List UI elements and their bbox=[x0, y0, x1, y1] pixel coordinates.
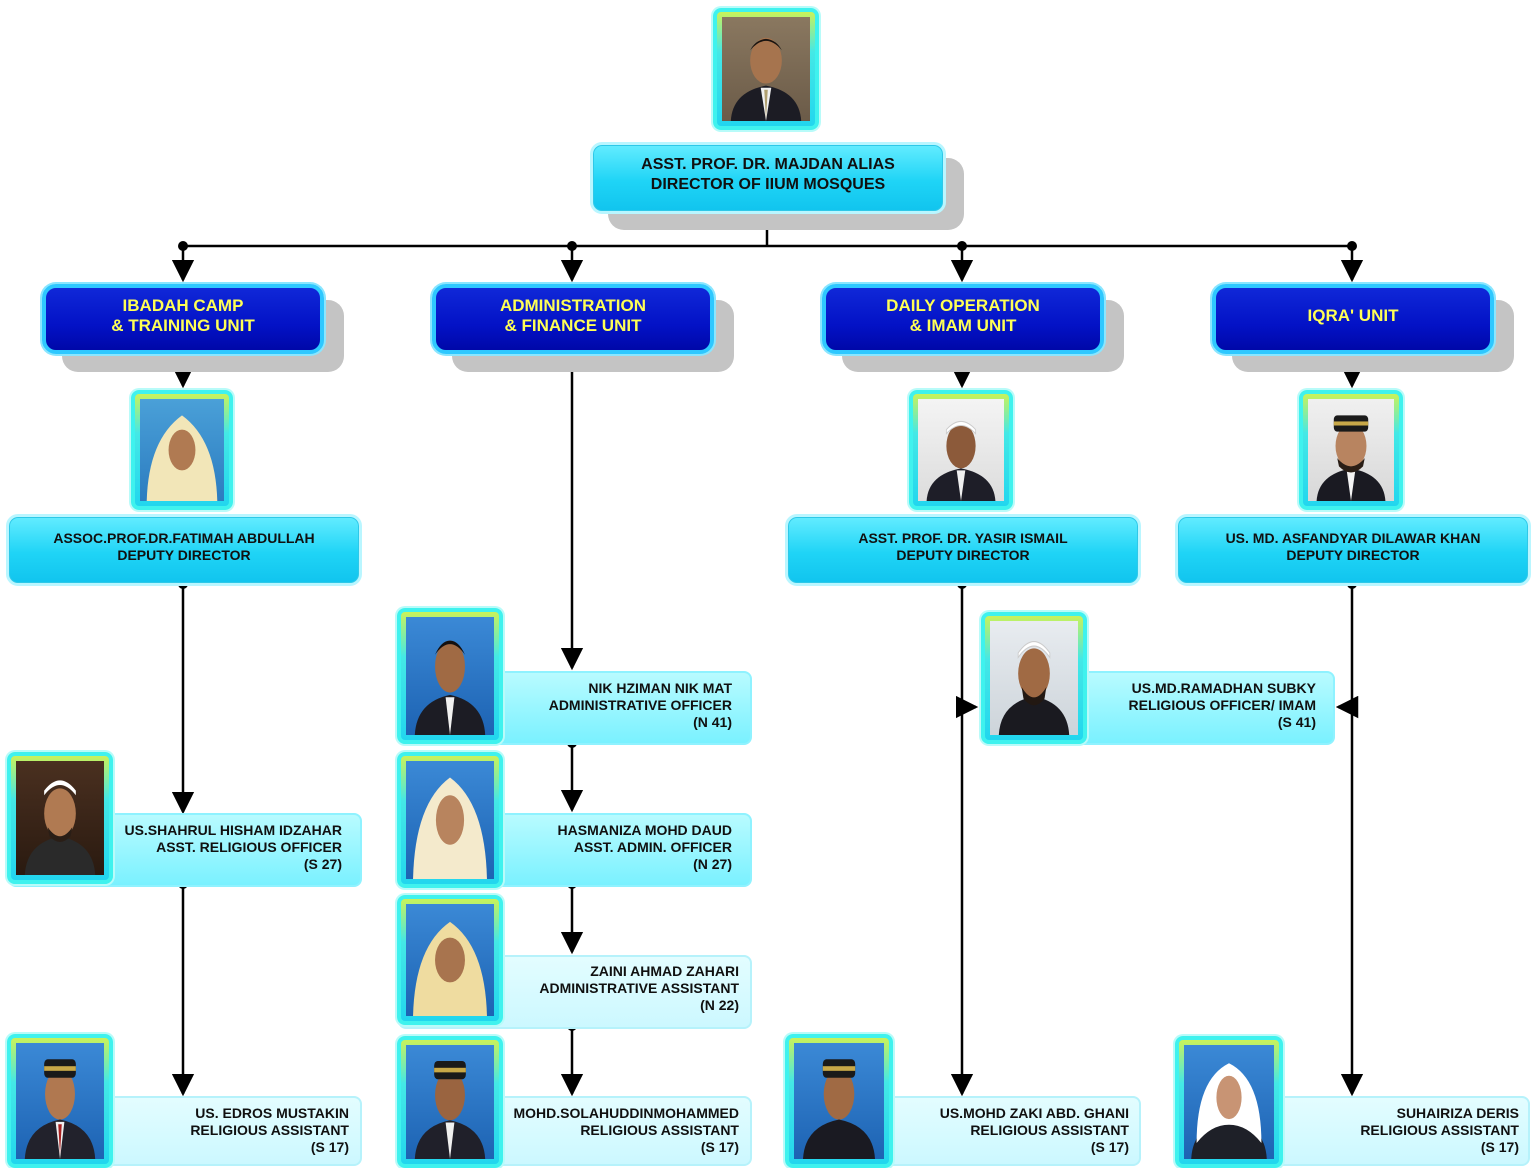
deputy-photo-yasir bbox=[909, 390, 1013, 510]
deputy-title: DEPUTY DIRECTOR bbox=[896, 547, 1030, 563]
staff-photo-ramadhan bbox=[981, 612, 1087, 744]
staff-photo-zaki bbox=[785, 1034, 893, 1168]
unit-box-admin bbox=[432, 284, 714, 354]
unit-label-iqra: IQRA' UNIT bbox=[1212, 306, 1494, 326]
staff-name: US.MD.RAMADHAN SUBKY bbox=[1131, 680, 1316, 696]
staff-name: HASMANIZA MOHD DAUD bbox=[557, 822, 732, 838]
junction-dot bbox=[178, 241, 188, 251]
staff-title: RELIGIOUS ASSISTANT bbox=[580, 1122, 739, 1138]
staff-label-zaki: US.MOHD ZAKI ABD. GHANI RELIGIOUS ASSIST… bbox=[890, 1105, 1129, 1156]
staff-name: ZAINI AHMAD ZAHARI bbox=[590, 963, 739, 979]
staff-name: SUHAIRIZA DERIS bbox=[1396, 1105, 1519, 1121]
deputy-label-yasir: ASST. PROF. DR. YASIR ISMAIL DEPUTY DIRE… bbox=[785, 530, 1141, 564]
deputy-title: DEPUTY DIRECTOR bbox=[1286, 547, 1420, 563]
unit-label-admin: ADMINISTRATION & FINANCE UNIT bbox=[432, 296, 714, 336]
unit-box-ibadah bbox=[42, 284, 324, 354]
director-label: ASST. PROF. DR. MAJDAN ALIAS DIRECTOR OF… bbox=[590, 155, 946, 195]
staff-grade: (N 27) bbox=[693, 856, 732, 872]
deputy-name: ASST. PROF. DR. YASIR ISMAIL bbox=[858, 530, 1068, 546]
staff-title: RELIGIOUS OFFICER/ IMAM bbox=[1128, 697, 1316, 713]
director-photo bbox=[713, 8, 819, 130]
unit-label-daily: DAILY OPERATION & IMAM UNIT bbox=[822, 296, 1104, 336]
unit-box-iqra bbox=[1212, 284, 1494, 354]
staff-title: RELIGIOUS ASSISTANT bbox=[1360, 1122, 1519, 1138]
deputy-label-asfandyar: US. MD. ASFANDYAR DILAWAR KHAN DEPUTY DI… bbox=[1175, 530, 1531, 564]
staff-grade: (S 17) bbox=[1480, 1139, 1519, 1155]
staff-title: ASST. RELIGIOUS OFFICER bbox=[156, 839, 342, 855]
staff-photo-solahuddin bbox=[397, 1036, 503, 1168]
staff-label-hasmaniza: HASMANIZA MOHD DAUD ASST. ADMIN. OFFICER… bbox=[500, 822, 732, 873]
staff-title: ADMINISTRATIVE ASSISTANT bbox=[539, 980, 739, 996]
director-name: ASST. PROF. DR. MAJDAN ALIAS bbox=[641, 156, 895, 173]
staff-grade: (S 17) bbox=[310, 1139, 349, 1155]
deputy-photo-asfandyar bbox=[1299, 390, 1403, 510]
staff-photo-hasmaniza bbox=[397, 752, 503, 888]
deputy-label-fatimah: ASSOC.PROF.DR.FATIMAH ABDULLAH DEPUTY DI… bbox=[6, 530, 362, 564]
deputy-box-yasir bbox=[785, 514, 1141, 586]
unit-label-ibadah: IBADAH CAMP & TRAINING UNIT bbox=[42, 296, 324, 336]
junction-dot bbox=[567, 241, 577, 251]
staff-label-zaini: ZAINI AHMAD ZAHARI ADMINISTRATIVE ASSIST… bbox=[500, 963, 739, 1014]
unit-box-daily bbox=[822, 284, 1104, 354]
unit-label-line: IBADAH CAMP bbox=[122, 296, 244, 315]
unit-label-line: ADMINISTRATION bbox=[499, 296, 647, 315]
staff-grade: (S 41) bbox=[1277, 714, 1316, 730]
staff-title: ASST. ADMIN. OFFICER bbox=[573, 839, 732, 855]
director-title: DIRECTOR OF IIUM MOSQUES bbox=[650, 176, 886, 193]
staff-title: RELIGIOUS ASSISTANT bbox=[970, 1122, 1129, 1138]
staff-photo-suhairiza bbox=[1175, 1036, 1283, 1168]
staff-name: MOHD.SOLAHUDDINMOHAMMED bbox=[513, 1105, 739, 1121]
staff-label-nik: NIK HZIMAN NIK MAT ADMINISTRATIVE OFFICE… bbox=[500, 680, 732, 731]
staff-label-shahrul: US.SHAHRUL HISHAM IDZAHAR ASST. RELIGIOU… bbox=[110, 822, 342, 873]
staff-photo-edros bbox=[7, 1034, 113, 1168]
staff-name: US.MOHD ZAKI ABD. GHANI bbox=[939, 1105, 1129, 1121]
staff-grade: (N 22) bbox=[700, 997, 739, 1013]
unit-label-line: DAILY OPERATION bbox=[886, 296, 1040, 315]
staff-photo-nik bbox=[397, 608, 503, 744]
staff-grade: (S 17) bbox=[1090, 1139, 1129, 1155]
staff-title: ADMINISTRATIVE OFFICER bbox=[548, 697, 732, 713]
staff-grade: (S 17) bbox=[700, 1139, 739, 1155]
staff-grade: (N 41) bbox=[693, 714, 732, 730]
staff-label-edros: US. EDROS MUSTAKIN RELIGIOUS ASSISTANT (… bbox=[110, 1105, 349, 1156]
junction-dot bbox=[1347, 241, 1357, 251]
junction-dot bbox=[957, 241, 967, 251]
staff-label-ramadhan: US.MD.RAMADHAN SUBKY RELIGIOUS OFFICER/ … bbox=[1084, 680, 1316, 731]
staff-title: RELIGIOUS ASSISTANT bbox=[190, 1122, 349, 1138]
unit-label-line: IQRA' UNIT bbox=[1307, 306, 1399, 325]
staff-name: NIK HZIMAN NIK MAT bbox=[588, 680, 732, 696]
deputy-name: ASSOC.PROF.DR.FATIMAH ABDULLAH bbox=[53, 530, 315, 546]
staff-name: US. EDROS MUSTAKIN bbox=[195, 1105, 349, 1121]
director-box bbox=[590, 142, 946, 214]
staff-name: US.SHAHRUL HISHAM IDZAHAR bbox=[124, 822, 342, 838]
deputy-box-asfandyar bbox=[1175, 514, 1531, 586]
deputy-photo-fatimah bbox=[131, 390, 233, 510]
staff-label-suhairiza: SUHAIRIZA DERIS RELIGIOUS ASSISTANT (S 1… bbox=[1280, 1105, 1519, 1156]
deputy-box-fatimah bbox=[6, 514, 362, 586]
staff-label-solahuddin: MOHD.SOLAHUDDINMOHAMMED RELIGIOUS ASSIST… bbox=[497, 1105, 739, 1156]
deputy-name: US. MD. ASFANDYAR DILAWAR KHAN bbox=[1225, 530, 1481, 546]
unit-label-line: & FINANCE UNIT bbox=[504, 316, 642, 335]
staff-photo-zaini bbox=[397, 895, 503, 1025]
staff-grade: (S 27) bbox=[303, 856, 342, 872]
unit-label-line: & TRAINING UNIT bbox=[111, 316, 255, 335]
deputy-title: DEPUTY DIRECTOR bbox=[117, 547, 251, 563]
unit-label-line: & IMAM UNIT bbox=[909, 316, 1017, 335]
staff-photo-shahrul bbox=[7, 752, 113, 884]
